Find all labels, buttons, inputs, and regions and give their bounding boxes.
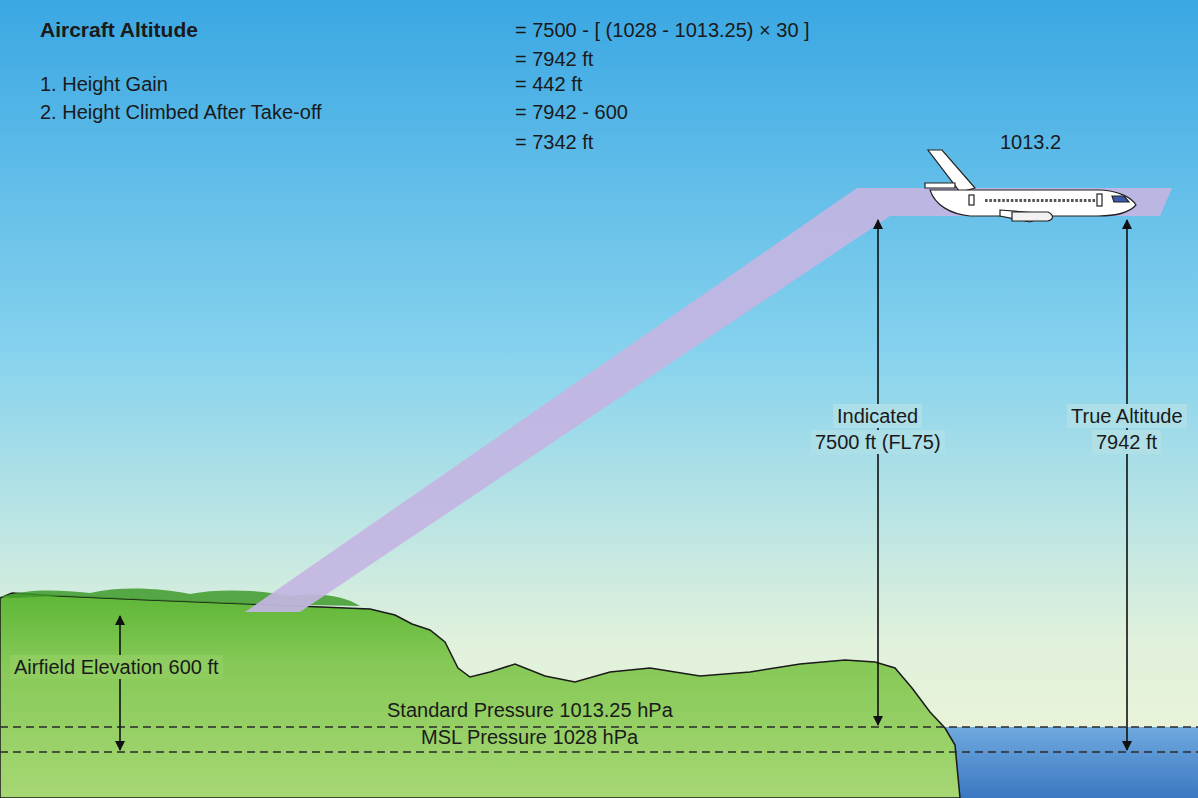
window (1075, 199, 1078, 202)
window (998, 199, 1001, 202)
window (1011, 199, 1014, 202)
formula: = 7942 - 600 (515, 100, 628, 124)
window (1007, 199, 1010, 202)
result: = 7342 ft (515, 130, 593, 154)
pressure-label: MSL Pressure 1028 hPa (421, 725, 638, 749)
window (1028, 199, 1031, 202)
window (1002, 199, 1005, 202)
airplane (925, 150, 1136, 222)
terrain (0, 593, 960, 798)
window (1088, 199, 1091, 202)
dimension-label: 7942 ft (1092, 430, 1161, 454)
elevation-arrow (119, 616, 121, 750)
true-altitude-arrow (1126, 220, 1128, 750)
window (1045, 199, 1048, 202)
item-label: 1. Height Gain (40, 72, 168, 96)
window (1071, 199, 1074, 202)
msl-pressure-line (0, 751, 1198, 753)
window (1041, 199, 1044, 202)
elevation-label: Airfield Elevation 600 ft (10, 655, 223, 679)
airplane-windows (985, 199, 1095, 202)
window (1093, 199, 1096, 202)
dimension-label: Indicated (833, 404, 922, 428)
window (994, 199, 997, 202)
dimension-label: True Altitude (1067, 404, 1187, 428)
pressure-label: Standard Pressure 1013.25 hPa (387, 698, 673, 722)
window (1019, 199, 1022, 202)
window (1050, 199, 1053, 202)
window (1037, 199, 1040, 202)
result: = 7942 ft (515, 47, 593, 71)
altimeter-setting: 1013.2 (1000, 130, 1061, 154)
window (1054, 199, 1057, 202)
window (1080, 199, 1083, 202)
window (989, 199, 992, 202)
window (1024, 199, 1027, 202)
window (1084, 199, 1087, 202)
indicated-arrow (877, 220, 879, 725)
sea (930, 727, 1198, 798)
window (1032, 199, 1035, 202)
formula: = 7500 - [ (1028 - 1013.25) × 30 ] (515, 18, 810, 42)
flight-path (245, 188, 1172, 612)
window (1015, 199, 1018, 202)
window (1058, 199, 1061, 202)
dimension-label: 7500 ft (FL75) (811, 430, 945, 454)
item-label: 2. Height Climbed After Take-off (40, 100, 322, 124)
heading: Aircraft Altitude (40, 18, 198, 42)
window (1067, 199, 1070, 202)
window (985, 199, 988, 202)
result: = 442 ft (515, 72, 582, 96)
window (1062, 199, 1065, 202)
